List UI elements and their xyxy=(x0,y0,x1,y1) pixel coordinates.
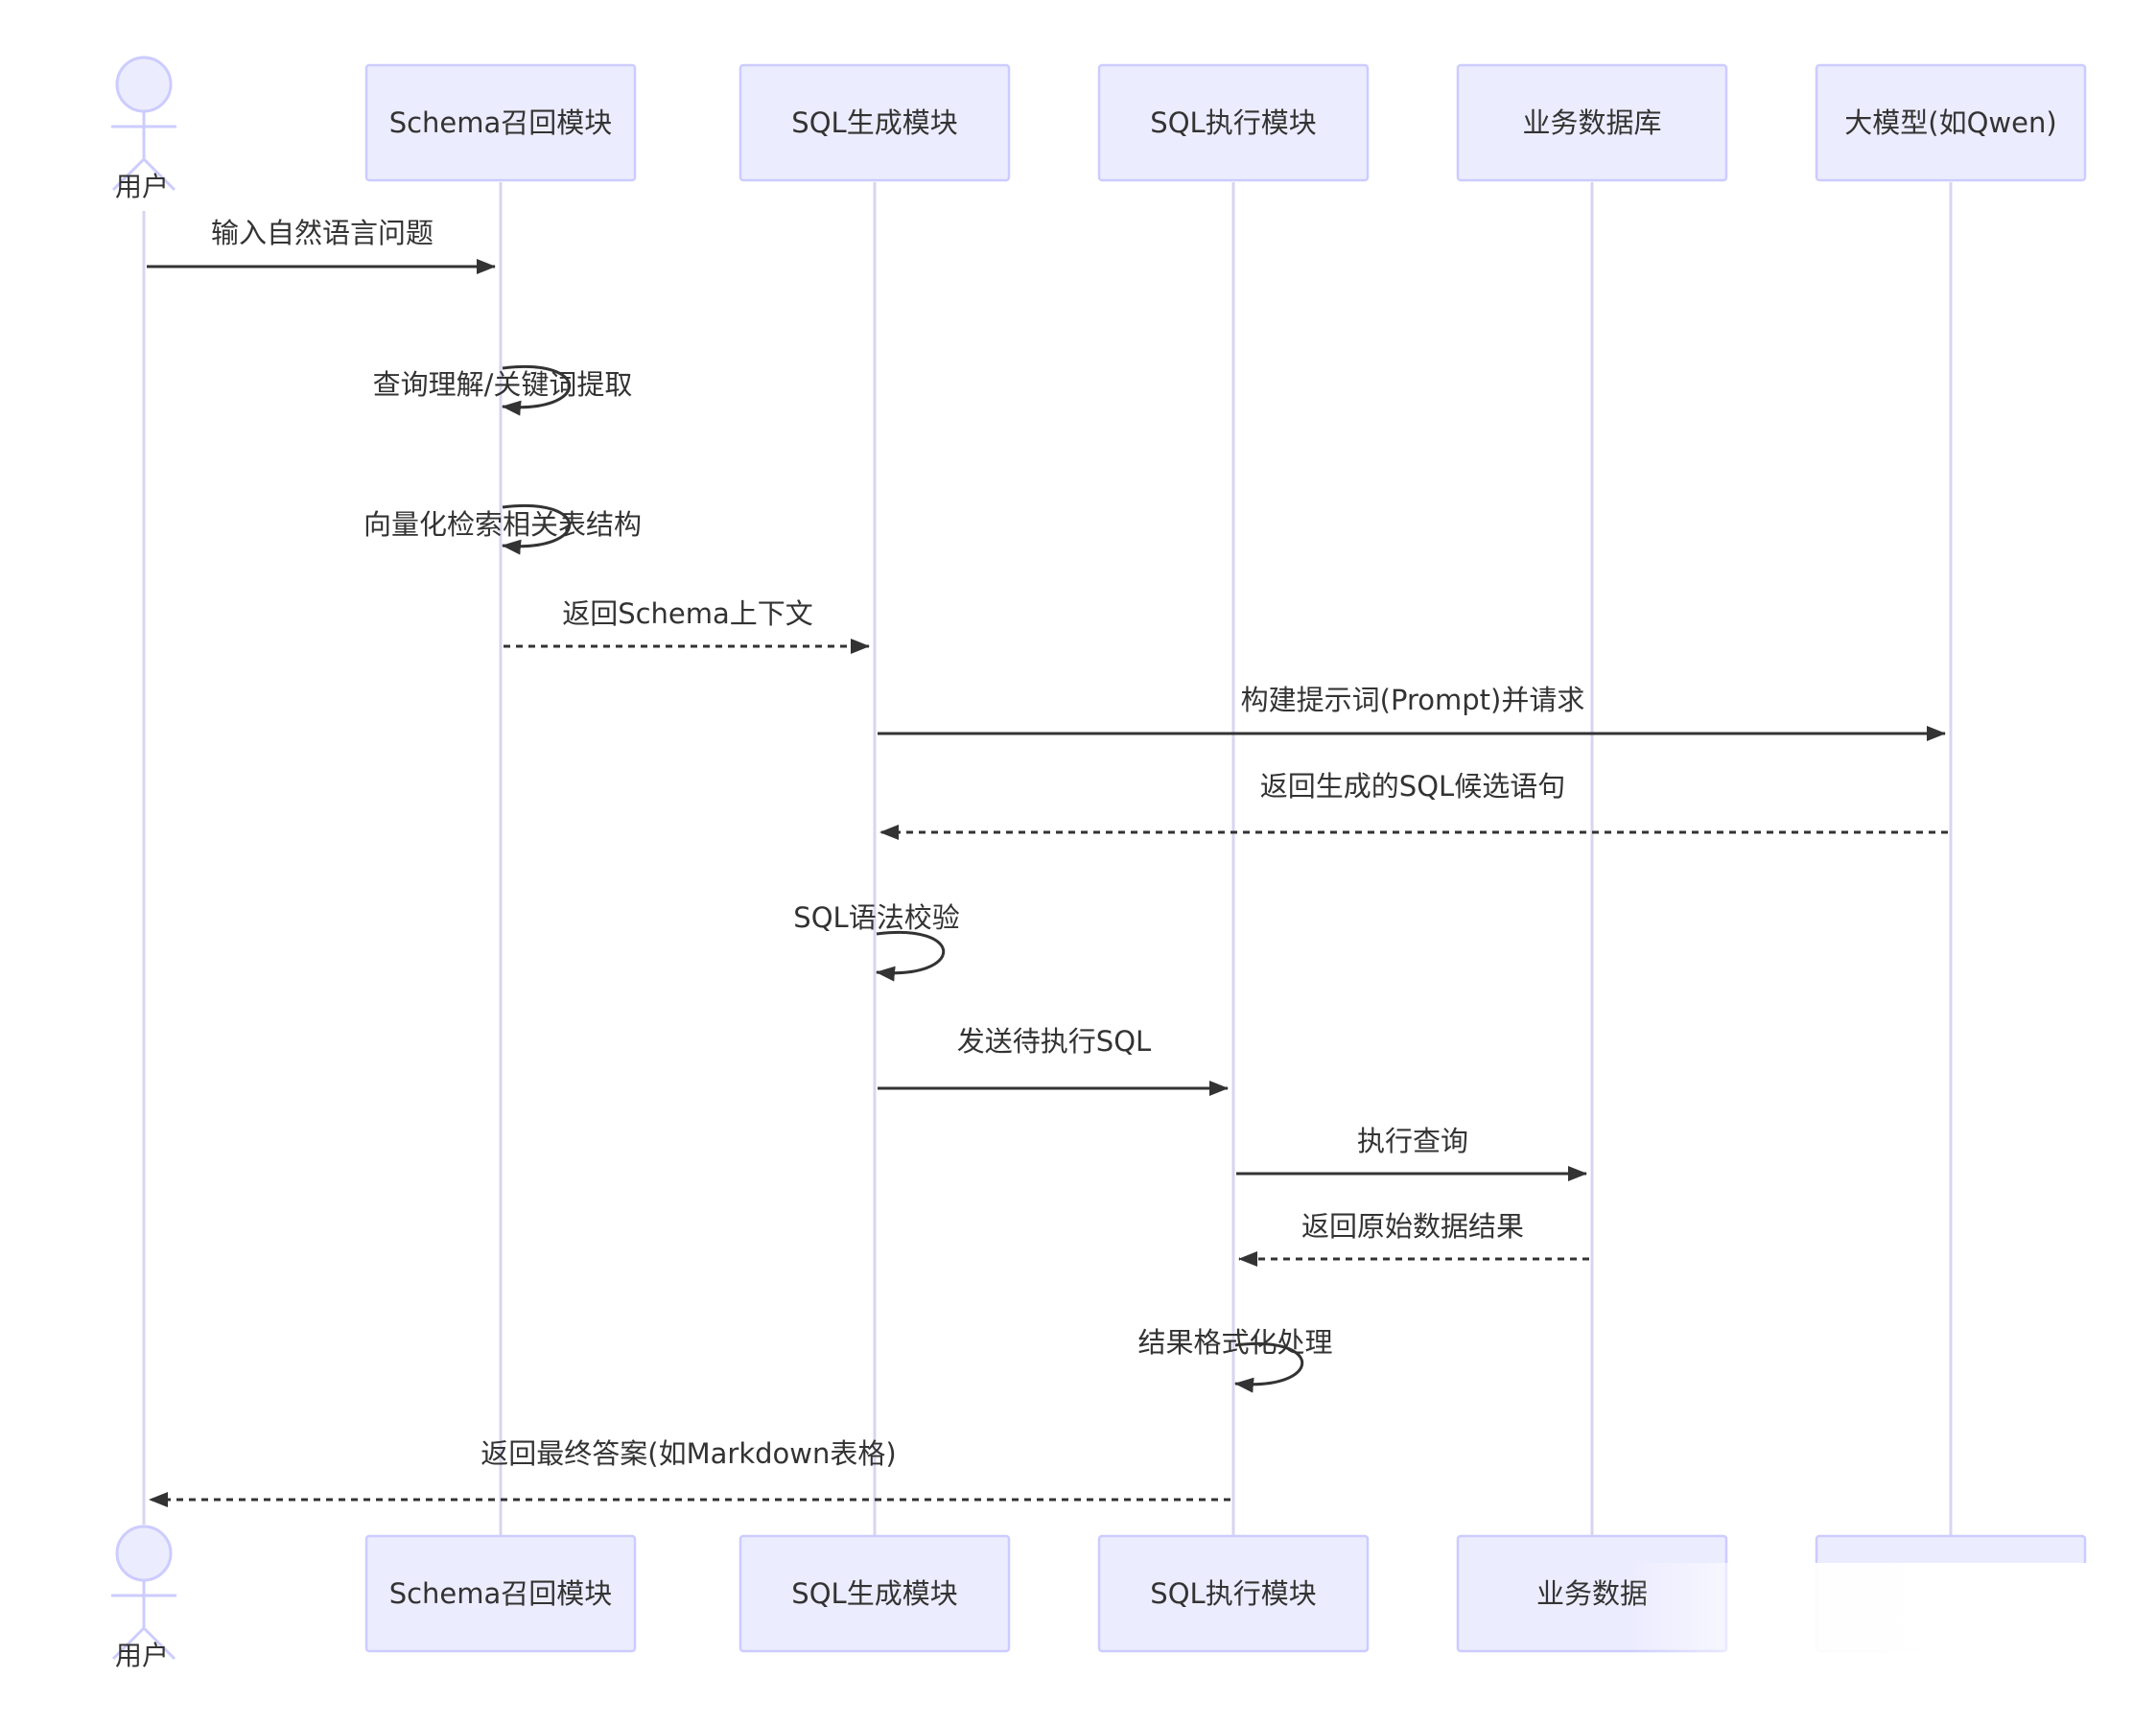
message-8: 发送待执行SQL xyxy=(878,1025,1229,1096)
participant-sqlexec-top: SQL执行模块 xyxy=(1097,63,1370,182)
message-label: SQL语法校验 xyxy=(793,901,959,934)
message-label: 输入自然语言问题 xyxy=(211,217,434,249)
self-loop-arrow xyxy=(502,504,572,555)
participant-label: SQL执行模块 xyxy=(1150,106,1316,139)
message-5: 构建提示词(Prompt)并请求 xyxy=(878,684,1946,741)
participant-label: Schema召回模块 xyxy=(389,106,613,139)
participant-llm-bottom xyxy=(1815,1534,2087,1653)
actor-label: 用户 xyxy=(115,171,169,202)
message-label: 构建提示词(Prompt)并请求 xyxy=(1241,684,1585,716)
self-loop-arrow xyxy=(1234,1342,1304,1393)
self-loop-arrow xyxy=(502,365,572,416)
message-label: 返回生成的SQL候选语句 xyxy=(1260,770,1565,803)
participant-box xyxy=(738,1534,1011,1653)
participant-box xyxy=(1815,1534,2087,1653)
actor-leg-right xyxy=(142,1626,176,1661)
message-label: 查询理解/关键词提取 xyxy=(373,368,633,401)
participant-llm-top: 大模型(如Qwen) xyxy=(1815,63,2087,182)
actor-leg-left xyxy=(111,1626,146,1661)
participant-db-bottom: 业务数据 xyxy=(1456,1534,1728,1653)
participant-schema-top: Schema召回模块 xyxy=(364,63,637,182)
actor-user-top: 用户 xyxy=(111,56,176,202)
message-11: 结果格式化处理 xyxy=(1137,1326,1333,1393)
participant-label: 业务数据 xyxy=(1536,1577,1648,1610)
actor-user-bottom: 用户 xyxy=(111,1525,176,1671)
participant-label: SQL生成模块 xyxy=(791,1577,957,1610)
actor-label: 用户 xyxy=(115,1640,169,1671)
message-12: 返回最终答案(如Markdown表格) xyxy=(149,1437,1230,1507)
participant-box xyxy=(1097,63,1370,182)
participant-schema-bottom: Schema召回模块 xyxy=(364,1534,637,1653)
message-10: 返回原始数据结果 xyxy=(1238,1210,1589,1267)
message-label: 发送待执行SQL xyxy=(957,1025,1151,1058)
participant-sqlexec-bottom: SQL执行模块 xyxy=(1097,1534,1370,1653)
actor-head xyxy=(115,56,173,113)
participant-sqlgen-top: SQL生成模块 xyxy=(738,63,1011,182)
message-2: 查询理解/关键词提取 xyxy=(373,365,633,416)
message-label: 向量化检索相关表结构 xyxy=(363,508,642,541)
message-4: 返回Schema上下文 xyxy=(504,597,870,654)
participant-box xyxy=(364,1534,637,1653)
message-label: 结果格式化处理 xyxy=(1137,1326,1332,1359)
message-label: 返回原始数据结果 xyxy=(1301,1210,1524,1243)
message-label: 返回最终答案(如Markdown表格) xyxy=(480,1437,896,1470)
message-label: 返回Schema上下文 xyxy=(562,597,813,630)
message-1: 输入自然语言问题 xyxy=(147,217,496,274)
actor-head xyxy=(115,1525,173,1582)
participant-box xyxy=(364,63,637,182)
participant-label: SQL生成模块 xyxy=(791,106,957,139)
self-loop-arrow xyxy=(876,931,946,982)
participant-box xyxy=(1097,1534,1370,1653)
participant-label: Schema召回模块 xyxy=(389,1577,613,1610)
participant-box xyxy=(1815,63,2087,182)
participant-label: SQL执行模块 xyxy=(1150,1577,1316,1610)
message-label: 执行查询 xyxy=(1357,1125,1468,1157)
message-6: 返回生成的SQL候选语句 xyxy=(879,770,1948,840)
participant-label: 大模型(如Qwen) xyxy=(1844,106,2056,139)
message-7: SQL语法校验 xyxy=(793,901,960,982)
participant-sqlgen-bottom: SQL生成模块 xyxy=(738,1534,1011,1653)
actor-leg-right xyxy=(142,157,176,192)
message-3: 向量化检索相关表结构 xyxy=(363,504,642,555)
participant-label: 业务数据库 xyxy=(1522,106,1661,139)
participant-box xyxy=(1456,63,1728,182)
participant-db-top: 业务数据库 xyxy=(1456,63,1728,182)
actor-leg-left xyxy=(111,157,146,192)
message-9: 执行查询 xyxy=(1236,1125,1587,1181)
participant-box xyxy=(738,63,1011,182)
